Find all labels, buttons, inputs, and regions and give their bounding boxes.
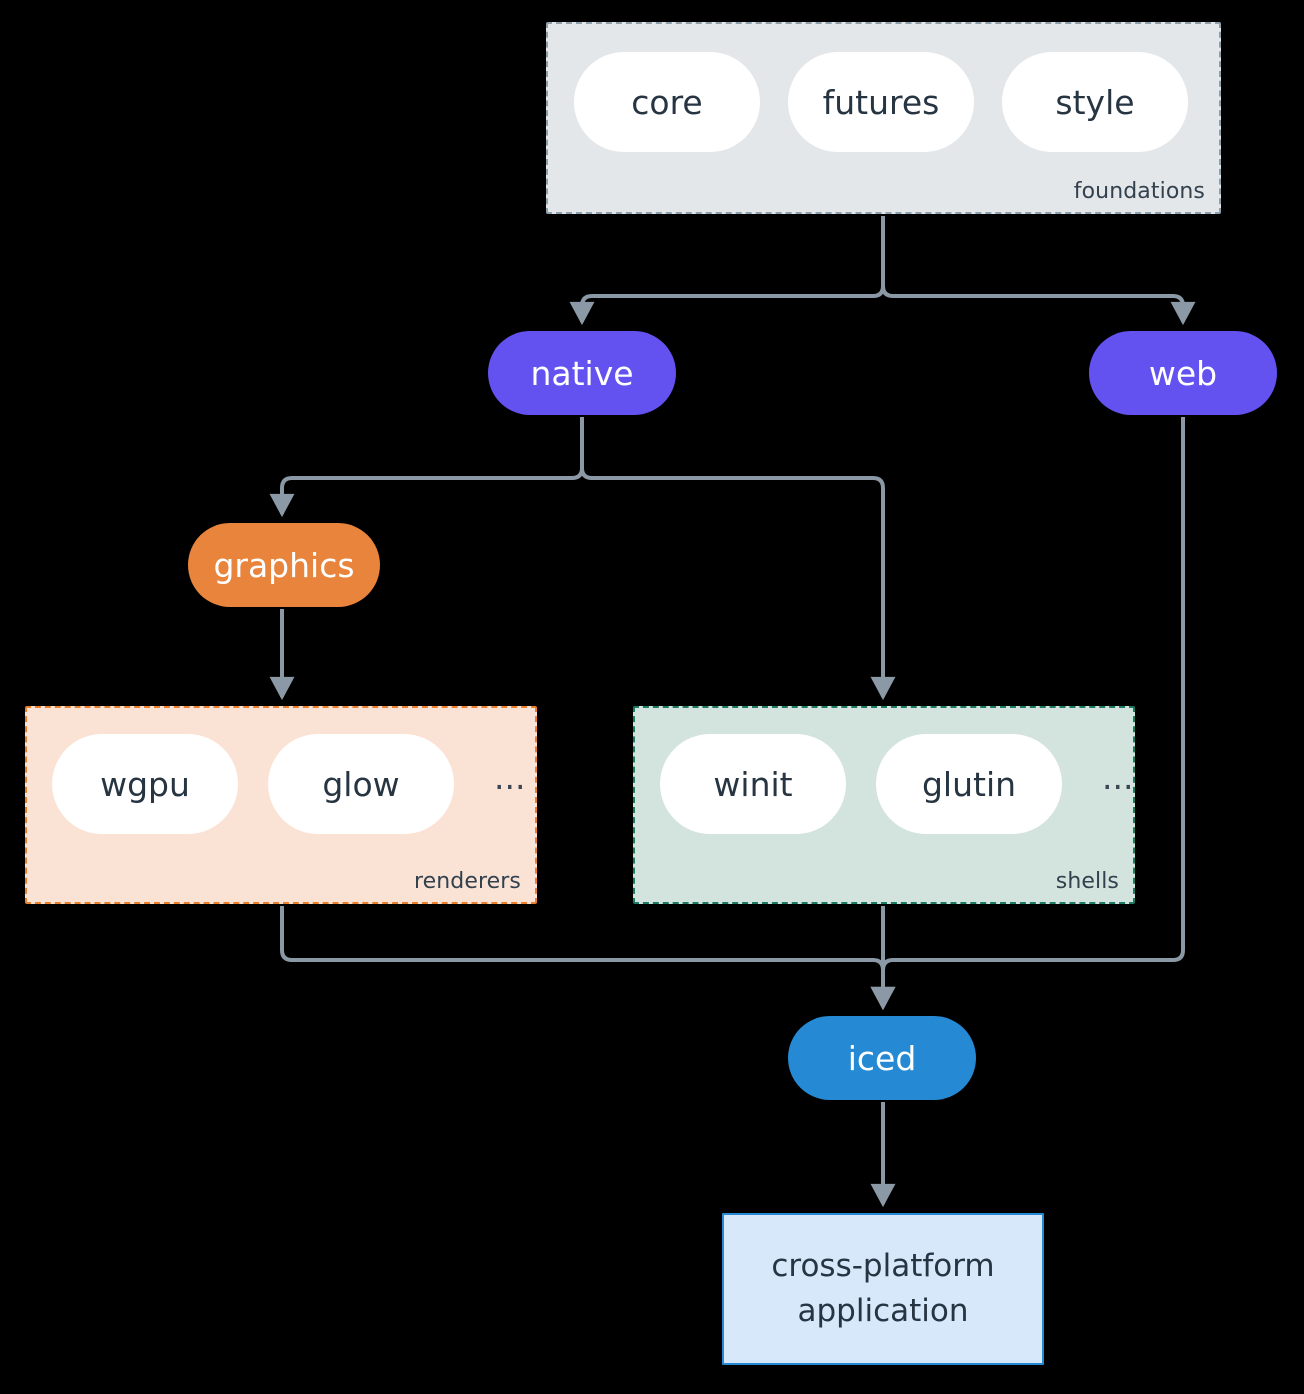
application-line-1: cross-platform bbox=[771, 1248, 995, 1285]
edge-foundations-web bbox=[881, 216, 1196, 326]
group-label-renderers: renderers bbox=[413, 869, 521, 894]
group-renderers: wgpu glow ... renderers bbox=[25, 706, 537, 904]
chip-core[interactable]: core bbox=[574, 52, 760, 152]
node-native[interactable]: native bbox=[488, 331, 676, 415]
application-line-2: application bbox=[797, 1293, 969, 1329]
node-iced[interactable]: iced bbox=[788, 1016, 976, 1100]
edge-native-graphics bbox=[269, 417, 584, 518]
chip-wgpu[interactable]: wgpu bbox=[52, 734, 238, 834]
group-shells: winit glutin ... shells bbox=[633, 706, 1135, 904]
edge-renderers-iced bbox=[280, 906, 896, 1011]
renderers-chip-row: wgpu glow ... bbox=[52, 734, 531, 834]
node-cross-platform-application[interactable]: cross-platform application bbox=[722, 1213, 1044, 1365]
edge-foundations-native bbox=[569, 216, 885, 326]
shells-overflow-ellipsis: ... bbox=[1102, 757, 1134, 797]
node-graphics[interactable]: graphics bbox=[188, 523, 380, 607]
foundations-chip-row: core futures style bbox=[574, 52, 1188, 152]
edge-native-shells bbox=[580, 417, 896, 701]
chip-glutin[interactable]: glutin bbox=[876, 734, 1062, 834]
group-label-shells: shells bbox=[1055, 869, 1119, 894]
node-web[interactable]: web bbox=[1089, 331, 1277, 415]
chip-style[interactable]: style bbox=[1002, 52, 1188, 152]
group-foundations: core futures style foundations bbox=[546, 22, 1221, 214]
chip-winit[interactable]: winit bbox=[660, 734, 846, 834]
chip-futures[interactable]: futures bbox=[788, 52, 974, 152]
group-label-foundations: foundations bbox=[1073, 179, 1205, 204]
shells-chip-row: winit glutin ... bbox=[660, 734, 1139, 834]
chip-glow[interactable]: glow bbox=[268, 734, 454, 834]
renderers-overflow-ellipsis: ... bbox=[494, 757, 526, 797]
